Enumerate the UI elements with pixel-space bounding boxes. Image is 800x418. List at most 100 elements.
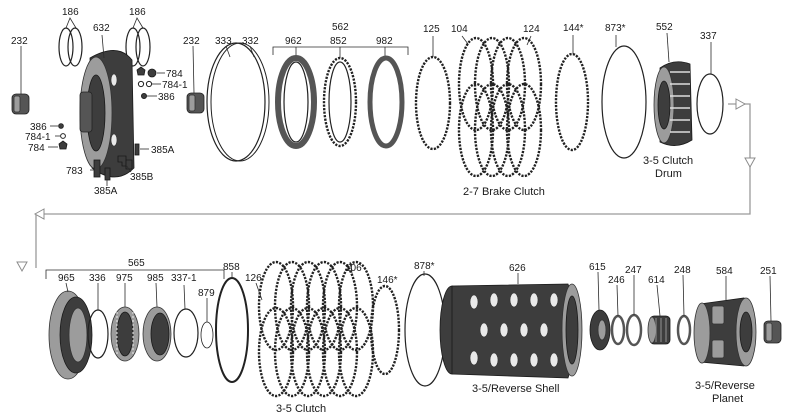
callout-186-b: 186 [129, 7, 146, 18]
part-878-snap-ring [404, 271, 446, 387]
callout-626: 626 [509, 263, 526, 274]
callout-783: 783 [66, 166, 83, 177]
flow-arrow-down-icon-2 [16, 261, 28, 273]
part-333-332-seals [206, 42, 270, 162]
callout-784-top: 784 [166, 69, 183, 80]
callout-852: 852 [330, 36, 347, 47]
part-632-housing [79, 34, 135, 178]
part-251-bushing [763, 275, 782, 344]
part-552-clutch-drum [653, 32, 693, 146]
callout-965: 965 [58, 273, 75, 284]
part-982-dam [367, 55, 405, 149]
callout-975: 975 [116, 273, 133, 284]
callout-106: 106 [345, 263, 362, 274]
caption-clutch-drum-line2: Drum [655, 168, 682, 180]
callout-784-1-top: 784-1 [162, 80, 188, 91]
caption-reverse-shell: 3-5/Reverse Shell [472, 383, 559, 395]
callout-879: 879 [198, 288, 215, 299]
part-879-ring [200, 298, 214, 349]
caption-clutch-drum-line1: 3-5 Clutch [643, 155, 693, 167]
part-small-fasteners [48, 66, 165, 186]
callout-336: 336 [89, 273, 106, 284]
callout-333: 333 [215, 36, 232, 47]
part-247-washer [625, 275, 643, 347]
callout-124: 124 [523, 24, 540, 35]
callout-337: 337 [700, 31, 717, 42]
callout-385B: 385B [130, 172, 154, 183]
callout-584: 584 [716, 266, 733, 277]
callout-385A-bottom: 385A [94, 186, 118, 197]
callout-784-left: 784 [28, 143, 45, 154]
callout-104: 104 [451, 24, 468, 35]
callout-labels: 186 632 186 232 784 784-1 386 386 784-1 … [11, 7, 777, 299]
callout-232-a: 232 [11, 36, 28, 47]
callout-251: 251 [760, 266, 777, 277]
callout-982: 982 [376, 36, 393, 47]
callout-985: 985 [147, 273, 164, 284]
part-858-snap-ring [215, 272, 249, 383]
bracket-565 [45, 269, 225, 279]
callout-562: 562 [332, 22, 349, 33]
part-614-sun-gear [647, 284, 671, 345]
callout-144: 144* [563, 23, 584, 34]
shell-slots [469, 292, 559, 368]
part-232-b-bushing [186, 45, 205, 114]
flow-path [16, 98, 756, 273]
part-146-plate [369, 284, 401, 376]
flow-arrow-right-icon [735, 98, 747, 110]
callout-386-top: 386 [158, 92, 175, 103]
callout-146: 146* [377, 275, 398, 286]
part-985-dam [142, 282, 172, 362]
callout-385A-right: 385A [151, 145, 175, 156]
callout-248: 248 [674, 265, 691, 276]
callout-784-1-left: 784-1 [25, 132, 51, 143]
part-248-washer [676, 274, 692, 346]
callout-962: 962 [285, 36, 302, 47]
caption-reverse-planet-line2: Planet [712, 393, 743, 405]
callout-337-1: 337-1 [171, 273, 197, 284]
flow-arrow-down-icon [744, 157, 756, 169]
part-337-1-seal [173, 284, 199, 358]
part-584-reverse-planet [693, 276, 757, 367]
caption-brake-clutch: 2-7 Brake Clutch [463, 186, 545, 198]
callout-332: 332 [242, 36, 259, 47]
callout-246: 246 [608, 275, 625, 286]
part-615-gear [589, 271, 611, 351]
callout-552: 552 [656, 22, 673, 33]
callout-615: 615 [589, 262, 606, 273]
part-144-plate [554, 35, 590, 152]
caption-3-5-clutch: 3-5 Clutch [276, 403, 326, 415]
part-186-a-seal-rings [58, 17, 83, 67]
callout-125: 125 [423, 24, 440, 35]
callout-632: 632 [93, 23, 110, 34]
callout-878: 878* [414, 261, 435, 272]
callout-614: 614 [648, 275, 665, 286]
part-104-124-clutch-pack [457, 35, 543, 178]
part-975-spring [110, 283, 140, 362]
callout-247: 247 [625, 265, 642, 276]
callout-565: 565 [128, 258, 145, 269]
callout-858: 858 [223, 262, 240, 273]
part-965-piston [48, 282, 93, 380]
part-246-washer [610, 284, 626, 346]
callout-126: 126 [245, 273, 262, 284]
part-106-126-clutch-pack [255, 260, 375, 398]
part-873-snap-ring [601, 35, 647, 159]
part-852-spring [322, 56, 358, 148]
part-337-seal [696, 42, 724, 135]
part-626-reverse-shell [439, 273, 583, 379]
callout-232-b: 232 [183, 36, 200, 47]
caption-reverse-planet-line1: 3-5/Reverse [695, 380, 755, 392]
part-232-a-bushing [11, 46, 30, 115]
callout-386-left: 386 [30, 122, 47, 133]
callout-186-a: 186 [62, 7, 79, 18]
caption-labels: 2-7 Brake Clutch 3-5 Clutch Drum 3-5 Clu… [276, 155, 755, 415]
flow-arrow-left-icon [33, 208, 45, 220]
callout-873: 873* [605, 23, 626, 34]
part-962-piston [275, 55, 317, 149]
part-336-seal [87, 283, 109, 359]
part-186-b-seal-rings [125, 17, 151, 67]
part-125-plate [414, 36, 452, 151]
